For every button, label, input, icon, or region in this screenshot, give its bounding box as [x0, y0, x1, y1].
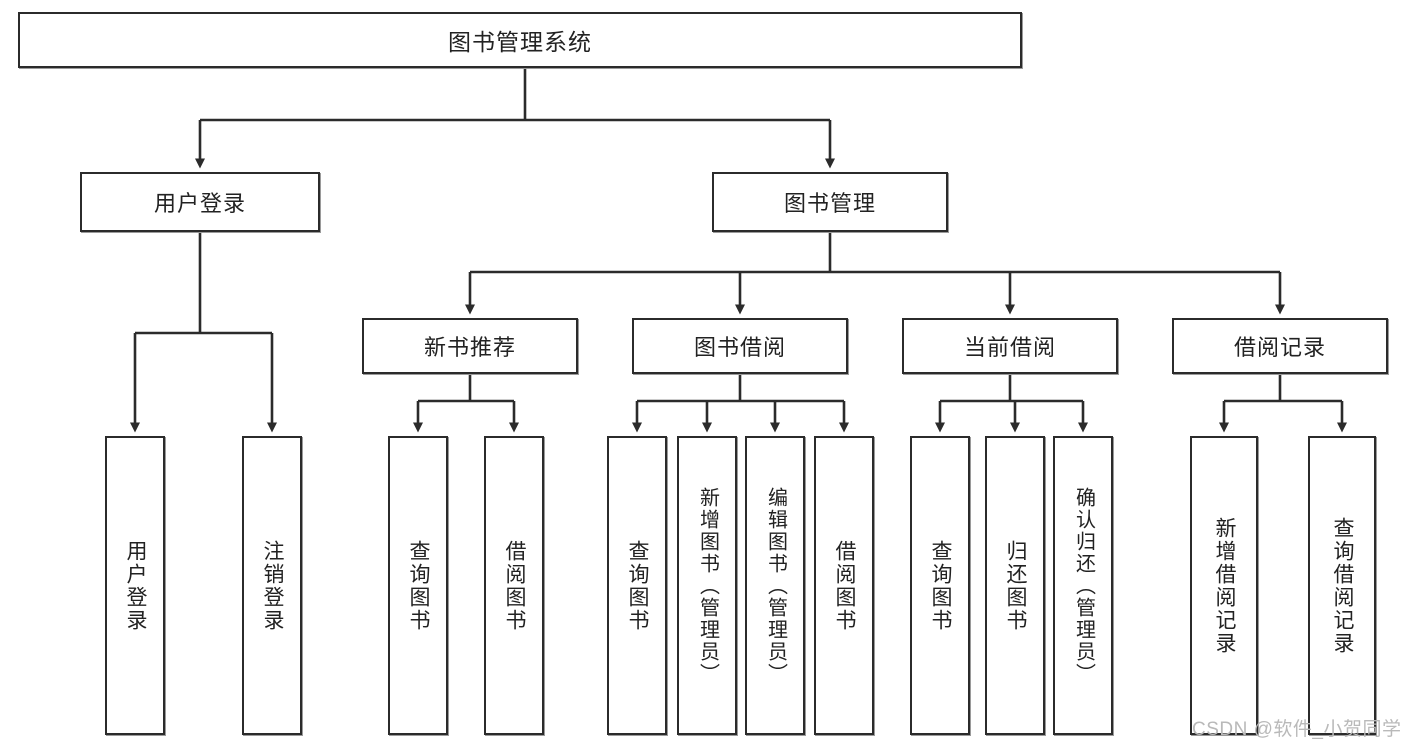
edge-userlogin-to-leaves	[130, 232, 277, 433]
node-leaf-borrow-book-2-label: 借阅图书	[833, 539, 857, 632]
node-leaf-query-book-3-label: 查询图书	[929, 539, 953, 632]
node-book-manage-label: 图书管理	[783, 191, 876, 216]
node-new-book-rec-label: 新书推荐	[423, 335, 516, 360]
node-leaf-add-book-label: 新增图书（管理员）	[696, 486, 719, 685]
node-leaf-logout-label: 注销登录	[261, 539, 285, 632]
node-user-login-label: 用户登录	[153, 191, 246, 216]
edge-borrowrecord-to-leaves	[1219, 374, 1347, 433]
watermark: CSDN @软件_小贺同学	[1192, 719, 1402, 740]
node-leaf-query-record-label: 查询借阅记录	[1331, 516, 1355, 655]
node-leaf-edit-book[interactable]: 编辑图书（管理员）	[745, 436, 805, 735]
node-leaf-query-book-3[interactable]: 查询图书	[910, 436, 970, 735]
node-leaf-user-login[interactable]: 用户登录	[105, 436, 165, 735]
node-book-borrow-label: 图书借阅	[693, 335, 786, 360]
node-leaf-logout[interactable]: 注销登录	[242, 436, 302, 735]
node-leaf-add-record-label: 新增借阅记录	[1213, 516, 1237, 655]
node-leaf-query-book-1-label: 查询图书	[407, 539, 431, 632]
node-leaf-add-record[interactable]: 新增借阅记录	[1190, 436, 1258, 735]
node-borrow-record[interactable]: 借阅记录	[1172, 318, 1388, 374]
node-leaf-query-record[interactable]: 查询借阅记录	[1308, 436, 1376, 735]
node-current-borrow-label: 当前借阅	[963, 335, 1056, 360]
node-user-login[interactable]: 用户登录	[80, 172, 320, 232]
edge-root-to-level2	[195, 68, 835, 169]
edge-bookmanage-to-level3	[465, 232, 1285, 315]
node-root-label: 图书管理系统	[448, 29, 592, 55]
node-book-borrow[interactable]: 图书借阅	[632, 318, 848, 374]
edge-currentborrow-to-leaves	[935, 374, 1088, 433]
node-leaf-query-book-2[interactable]: 查询图书	[607, 436, 667, 735]
node-leaf-add-book[interactable]: 新增图书（管理员）	[677, 436, 737, 735]
node-leaf-user-login-label: 用户登录	[124, 539, 148, 632]
node-book-manage[interactable]: 图书管理	[712, 172, 948, 232]
node-leaf-query-book-2-label: 查询图书	[626, 539, 650, 632]
node-leaf-confirm-return[interactable]: 确认归还（管理员）	[1053, 436, 1113, 735]
node-leaf-return-book[interactable]: 归还图书	[985, 436, 1045, 735]
edge-newbookrec-to-leaves	[413, 374, 519, 433]
node-leaf-confirm-return-label: 确认归还（管理员）	[1072, 486, 1095, 685]
node-leaf-return-book-label: 归还图书	[1004, 539, 1028, 632]
node-borrow-record-label: 借阅记录	[1233, 335, 1326, 360]
node-root[interactable]: 图书管理系统	[18, 12, 1022, 68]
node-leaf-borrow-book-2[interactable]: 借阅图书	[814, 436, 874, 735]
node-leaf-borrow-book-1[interactable]: 借阅图书	[484, 436, 544, 735]
node-leaf-edit-book-label: 编辑图书（管理员）	[764, 486, 787, 685]
node-current-borrow[interactable]: 当前借阅	[902, 318, 1118, 374]
node-leaf-borrow-book-1-label: 借阅图书	[503, 539, 527, 632]
node-leaf-query-book-1[interactable]: 查询图书	[388, 436, 448, 735]
edge-bookborrow-to-leaves	[632, 374, 849, 433]
node-new-book-rec[interactable]: 新书推荐	[362, 318, 578, 374]
